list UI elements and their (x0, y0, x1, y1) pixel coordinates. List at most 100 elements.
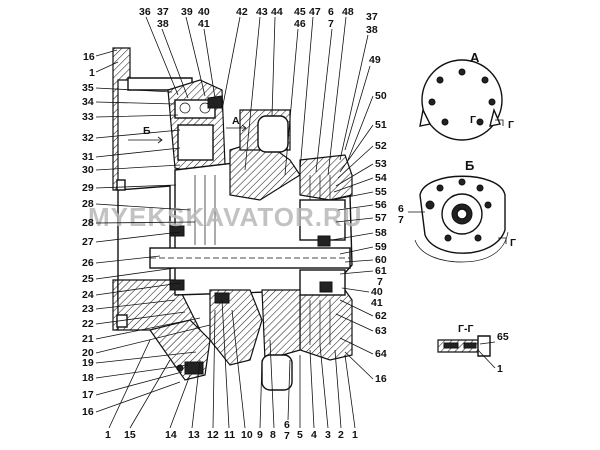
callout-b1: 1 (105, 429, 111, 441)
section-line-b (498, 237, 507, 244)
callout-53: 53 (375, 158, 387, 170)
callout-29: 29 (82, 182, 94, 194)
callout-38-right: 38 (366, 24, 378, 36)
callout-35: 35 (82, 82, 94, 94)
callout-41-right: 41 (371, 297, 383, 309)
callout-61: 61 (375, 265, 387, 277)
callout-7-view: 7 (398, 214, 404, 226)
callout-25: 25 (82, 273, 94, 285)
callout-24: 24 (82, 289, 94, 301)
callout-39: 39 (181, 6, 193, 18)
section-mark-g3: Г (510, 237, 516, 249)
callout-46: 46 (294, 18, 306, 30)
right-callouts: 49 50 51 52 53 54 55 56 57 58 59 60 61 7… (331, 54, 509, 385)
watermark: MYEKSKAVATOR.RU (88, 202, 363, 232)
callout-7-right: 7 (377, 276, 383, 288)
top-callouts: 36 37 38 39 40 41 42 43 44 45 46 47 6 7 … (139, 6, 378, 176)
callout-b7: 7 (284, 430, 290, 442)
callout-33: 33 (82, 111, 94, 123)
callout-b4: 4 (311, 429, 317, 441)
callout-7-top: 7 (328, 18, 334, 30)
view-gg (437, 335, 491, 357)
arrow-b (128, 136, 163, 144)
callout-28a: 28 (82, 198, 94, 210)
arrow-b-label: Б (143, 125, 151, 137)
callout-34: 34 (82, 96, 94, 108)
callout-b11: 11 (224, 429, 235, 441)
callout-49: 49 (369, 54, 381, 66)
callout-b1-right: 1 (352, 429, 358, 441)
arrow-a-label: А (232, 115, 240, 127)
view-a-label: А (470, 50, 480, 65)
callout-b14: 14 (165, 429, 177, 441)
callout-b9: 9 (257, 429, 263, 441)
callout-41-top: 41 (198, 18, 210, 30)
callout-1-top: 1 (89, 67, 95, 79)
callout-59: 59 (375, 241, 387, 253)
callout-b3: 3 (325, 429, 331, 441)
callout-56: 56 (375, 199, 387, 211)
view-b-label: Б (465, 158, 474, 173)
callout-52: 52 (375, 140, 387, 152)
callout-20: 20 (82, 347, 94, 359)
callout-b13: 13 (188, 429, 200, 441)
view-a (419, 59, 503, 141)
arrow-a (226, 124, 247, 132)
callout-30: 30 (82, 164, 94, 176)
callout-54: 54 (375, 172, 387, 184)
callout-31: 31 (82, 151, 94, 163)
callout-51: 51 (375, 119, 387, 131)
callout-6-view: 6 (398, 203, 404, 215)
view-gg-label: Г-Г (458, 323, 473, 335)
callout-62: 62 (375, 310, 387, 322)
callout-37-top: 37 (157, 6, 169, 18)
main-section-view (112, 47, 353, 391)
callout-b5: 5 (297, 429, 303, 441)
callout-b10: 10 (241, 429, 253, 441)
callout-40-top: 40 (198, 6, 210, 18)
section-mark-g2: Г (508, 119, 514, 131)
callout-18: 18 (82, 372, 94, 384)
callout-48: 48 (342, 6, 354, 18)
left-callouts: 16 1 35 34 33 32 31 30 29 28 28 27 26 25… (82, 49, 211, 418)
callout-23: 23 (82, 303, 94, 315)
callout-16-left: 16 (82, 406, 94, 418)
callout-19: 19 (82, 357, 94, 369)
callout-47: 47 (309, 6, 321, 18)
callout-43: 43 (256, 6, 268, 18)
view-b (414, 175, 509, 263)
callout-64: 64 (375, 348, 387, 360)
callout-55: 55 (375, 186, 387, 198)
callout-6-top: 6 (328, 6, 334, 18)
callout-b2: 2 (338, 429, 344, 441)
callout-26: 26 (82, 257, 94, 269)
callout-45: 45 (294, 6, 306, 18)
callout-42: 42 (236, 6, 248, 18)
callout-50: 50 (375, 90, 387, 102)
callout-38-top: 38 (157, 18, 169, 30)
callout-16-top: 16 (83, 51, 95, 63)
callout-60: 60 (375, 254, 387, 266)
callout-63: 63 (375, 325, 387, 337)
callout-28b: 28 (82, 217, 94, 229)
callout-b15: 15 (124, 429, 136, 441)
callout-36: 36 (139, 6, 151, 18)
callout-65: 65 (497, 331, 509, 343)
callout-37-right: 37 (366, 11, 378, 23)
callout-21: 21 (82, 333, 94, 345)
callout-22: 22 (82, 318, 94, 330)
callout-16-right: 16 (375, 373, 387, 385)
callout-b6: 6 (284, 419, 290, 431)
section-mark-g1: Г (470, 114, 476, 126)
callout-b12: 12 (207, 429, 219, 441)
callout-b8: 8 (270, 429, 276, 441)
bottom-callouts: 1 15 14 13 12 11 10 9 8 6 7 5 4 3 2 1 (105, 299, 358, 442)
callout-58: 58 (375, 227, 387, 239)
callout-17: 17 (82, 389, 94, 401)
callout-32: 32 (82, 132, 94, 144)
callout-44: 44 (271, 6, 283, 18)
callout-27: 27 (82, 236, 94, 248)
callout-40-right: 40 (371, 286, 383, 298)
